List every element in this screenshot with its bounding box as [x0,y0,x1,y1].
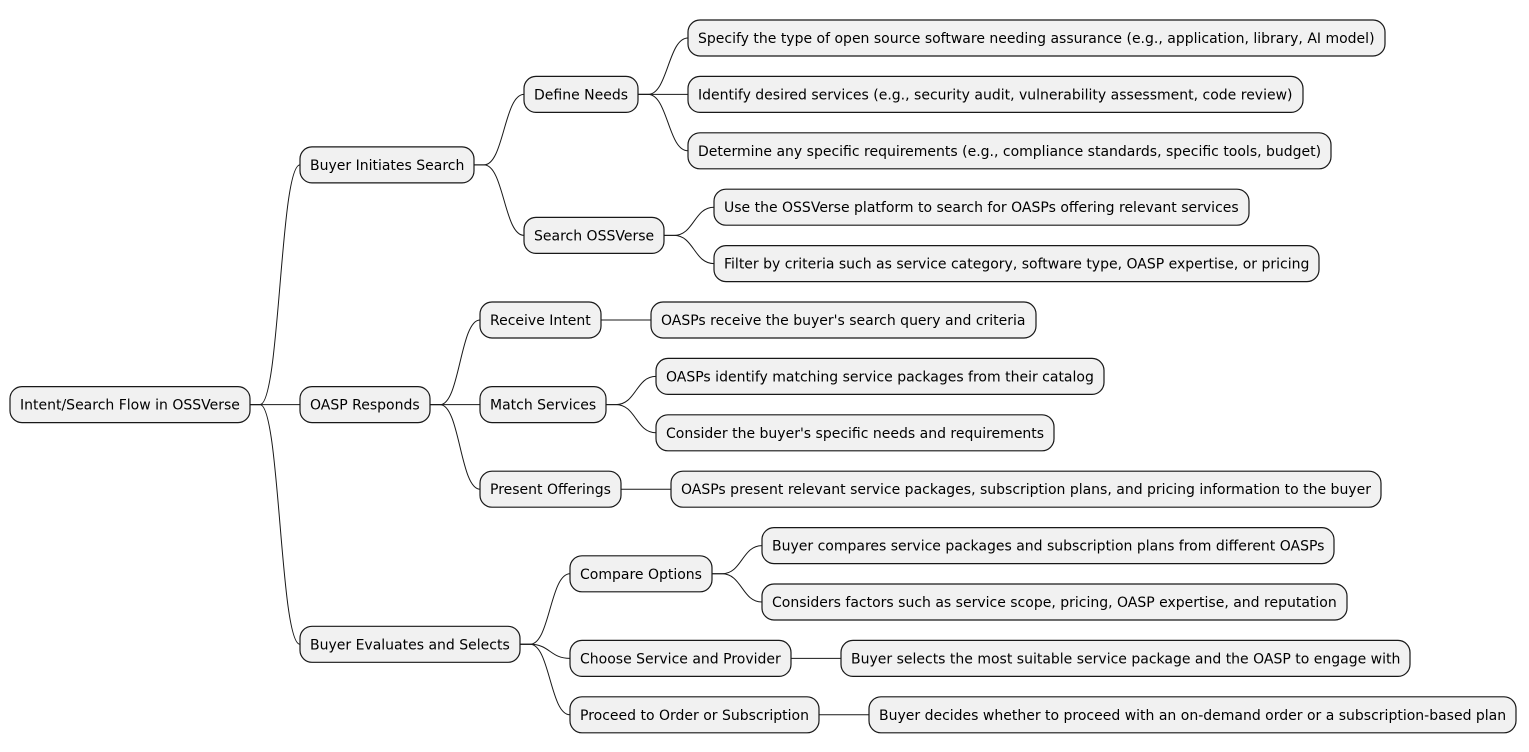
connector-considers-factors-such-as-service-scope- [712,573,763,603]
connector-buyer-initiates-search [250,164,301,406]
connector-buyer-compares-service-packages-and-subs [712,545,763,575]
connector-consider-the-buyer-s-specific-needs-and- [606,404,657,434]
node-label: Buyer Evaluates and Selects [310,637,510,653]
detail-node-identify-desired-services-e-g-security-a: Identify desired services (e.g., securit… [687,75,1304,114]
node-label: Compare Options [580,567,702,583]
node-box [299,625,521,663]
node-label: OASPs receive the buyer's search query a… [661,313,1026,329]
node-label: Define Needs [534,87,628,103]
detail-node-oasps-receive-the-buyer-s-search-query-a: OASPs receive the buyer's search query a… [650,301,1037,339]
node-label: Specify the type of open source software… [698,31,1375,47]
node-box [713,245,1320,283]
topic-node-search-ossverse: Search OSSVerse [523,216,665,254]
connector-define-needs [474,93,525,166]
detail-node-specify-the-type-of-open-source-software: Specify the type of open source software… [687,19,1386,57]
mindmap-edges [250,37,869,716]
connector-oasps-identify-matching-service-packages [606,375,657,406]
node-box [868,696,1517,734]
node-box [761,583,1348,621]
branch-node-oasp-responds: OASP Responds [299,386,431,424]
connector-buyer-evaluates-and-selects [250,404,301,645]
root-node-intent-search-flow-in-ossverse: Intent/Search Flow in OSSVerse [9,386,251,424]
topic-node-present-offerings: Present Offerings [479,470,622,508]
node-box [670,470,1382,508]
node-label: Search OSSVerse [534,228,654,244]
detail-node-use-the-ossverse-platform-to-search-for-: Use the OSSVerse platform to search for … [713,188,1250,226]
topic-node-receive-intent: Receive Intent [479,301,602,339]
node-box [569,555,713,593]
connector-determine-any-specific-requirements-e-g- [638,93,689,152]
node-box [523,75,639,114]
detail-node-determine-any-specific-requirements-e-g-: Determine any specific requirements (e.g… [687,132,1332,170]
topic-node-match-services: Match Services [479,386,607,424]
node-label: OASP Responds [310,398,420,414]
connector-present-offerings [430,404,481,490]
node-label: Buyer Initiates Search [310,158,464,174]
mindmap-nodes: Intent/Search Flow in OSSVerse Buyer Init… [9,19,1517,734]
branch-node-buyer-evaluates-and-selects: Buyer Evaluates and Selects [299,625,521,663]
node-box [687,19,1386,57]
node-box [523,216,665,254]
topic-node-define-needs: Define Needs [523,75,639,114]
connector-compare-options [520,573,571,645]
node-label: Choose Service and Provider [580,651,781,667]
node-label: Identify desired services (e.g., securit… [698,87,1293,103]
node-label: OASPs identify matching service packages… [666,369,1094,385]
node-label: Buyer selects the most suitable service … [851,651,1400,667]
detail-node-oasps-present-relevant-service-packages-: OASPs present relevant service packages,… [670,470,1382,508]
node-label: Determine any specific requirements (e.g… [698,144,1321,160]
connector-search-ossverse [474,164,525,236]
connector-use-the-ossverse-platform-to-search-for- [664,206,715,236]
node-box [687,75,1304,114]
detail-node-filter-by-criteria-such-as-service-categ: Filter by criteria such as service categ… [713,245,1320,283]
node-box [650,301,1037,339]
node-label: Consider the buyer's specific needs and … [666,426,1044,442]
node-box [479,470,622,508]
topic-node-choose-service-and-provider: Choose Service and Provider [569,639,792,678]
node-box [569,639,792,678]
node-label: Use the OSSVerse platform to search for … [724,200,1239,216]
connector-specify-the-type-of-open-source-software [638,37,689,95]
connector-receive-intent [430,319,481,406]
node-label: Proceed to Order or Subscription [580,708,809,724]
node-label: Match Services [490,398,596,414]
node-box [655,414,1055,452]
node-box [569,696,820,734]
connector-proceed-to-order-or-subscription [520,643,571,716]
node-box [655,357,1105,395]
connector-choose-service-and-provider [520,643,571,659]
node-label: Considers factors such as service scope,… [772,595,1337,611]
node-box [687,132,1332,170]
node-label: Buyer compares service packages and subs… [772,539,1324,555]
topic-node-compare-options: Compare Options [569,555,713,593]
node-box [479,386,607,424]
topic-node-proceed-to-order-or-subscription: Proceed to Order or Subscription [569,696,820,734]
node-box [840,639,1411,678]
node-box [713,188,1250,226]
detail-node-buyer-selects-the-most-suitable-service-: Buyer selects the most suitable service … [840,639,1411,678]
node-box [479,301,602,339]
node-box [299,386,431,424]
node-box [9,386,251,424]
detail-node-buyer-compares-service-packages-and-subs: Buyer compares service packages and subs… [761,526,1335,565]
detail-node-considers-factors-such-as-service-scope-: Considers factors such as service scope,… [761,583,1348,621]
detail-node-oasps-identify-matching-service-packages: OASPs identify matching service packages… [655,357,1105,395]
node-label: OASPs present relevant service packages,… [681,482,1371,498]
node-label: Buyer decides whether to proceed with an… [879,708,1506,724]
node-label: Receive Intent [490,313,591,329]
node-box [761,526,1335,565]
node-label: Intent/Search Flow in OSSVerse [20,398,240,414]
node-box [299,146,475,184]
branch-node-buyer-initiates-search: Buyer Initiates Search [299,146,475,184]
connector-filter-by-criteria-such-as-service-categ [664,234,715,265]
node-label: Filter by criteria such as service categ… [724,257,1309,273]
detail-node-consider-the-buyer-s-specific-needs-and-: Consider the buyer's specific needs and … [655,414,1055,452]
node-label: Present Offerings [490,482,611,498]
detail-node-buyer-decides-whether-to-proceed-with-an: Buyer decides whether to proceed with an… [868,696,1517,734]
